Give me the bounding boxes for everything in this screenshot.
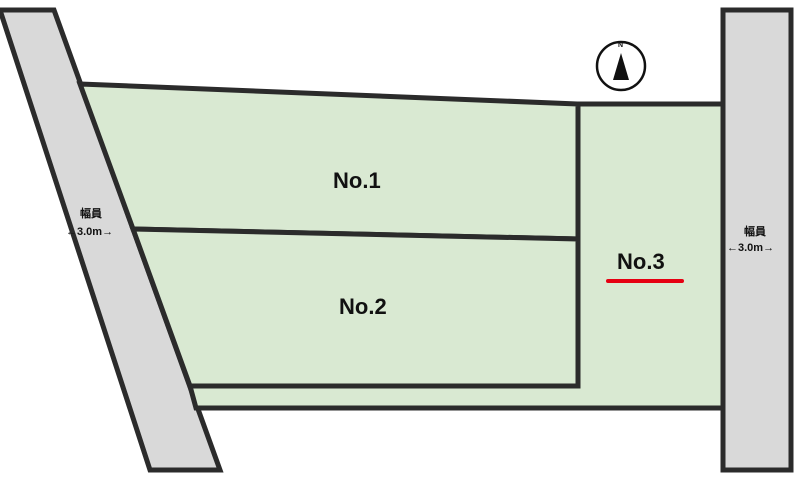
lot-3-highlight-underline — [606, 279, 684, 283]
east-road-name: 幅員 — [744, 226, 766, 238]
west-road — [0, 7, 224, 473]
lot-2-label: No.2 — [339, 294, 387, 319]
east-road — [720, 7, 794, 473]
lot-1-label: No.1 — [333, 168, 381, 193]
west-road-width: ←3.0m→ — [66, 226, 114, 238]
east-road-width: ←3.0m→ — [727, 242, 775, 254]
north-letter: N — [618, 42, 624, 49]
lot-2-parcel — [129, 226, 581, 389]
lot-1-parcel — [76, 81, 581, 242]
west-road-name: 幅員 — [80, 208, 102, 220]
north-arrow-icon — [595, 40, 647, 92]
lot-3-label: No.3 — [617, 249, 665, 274]
